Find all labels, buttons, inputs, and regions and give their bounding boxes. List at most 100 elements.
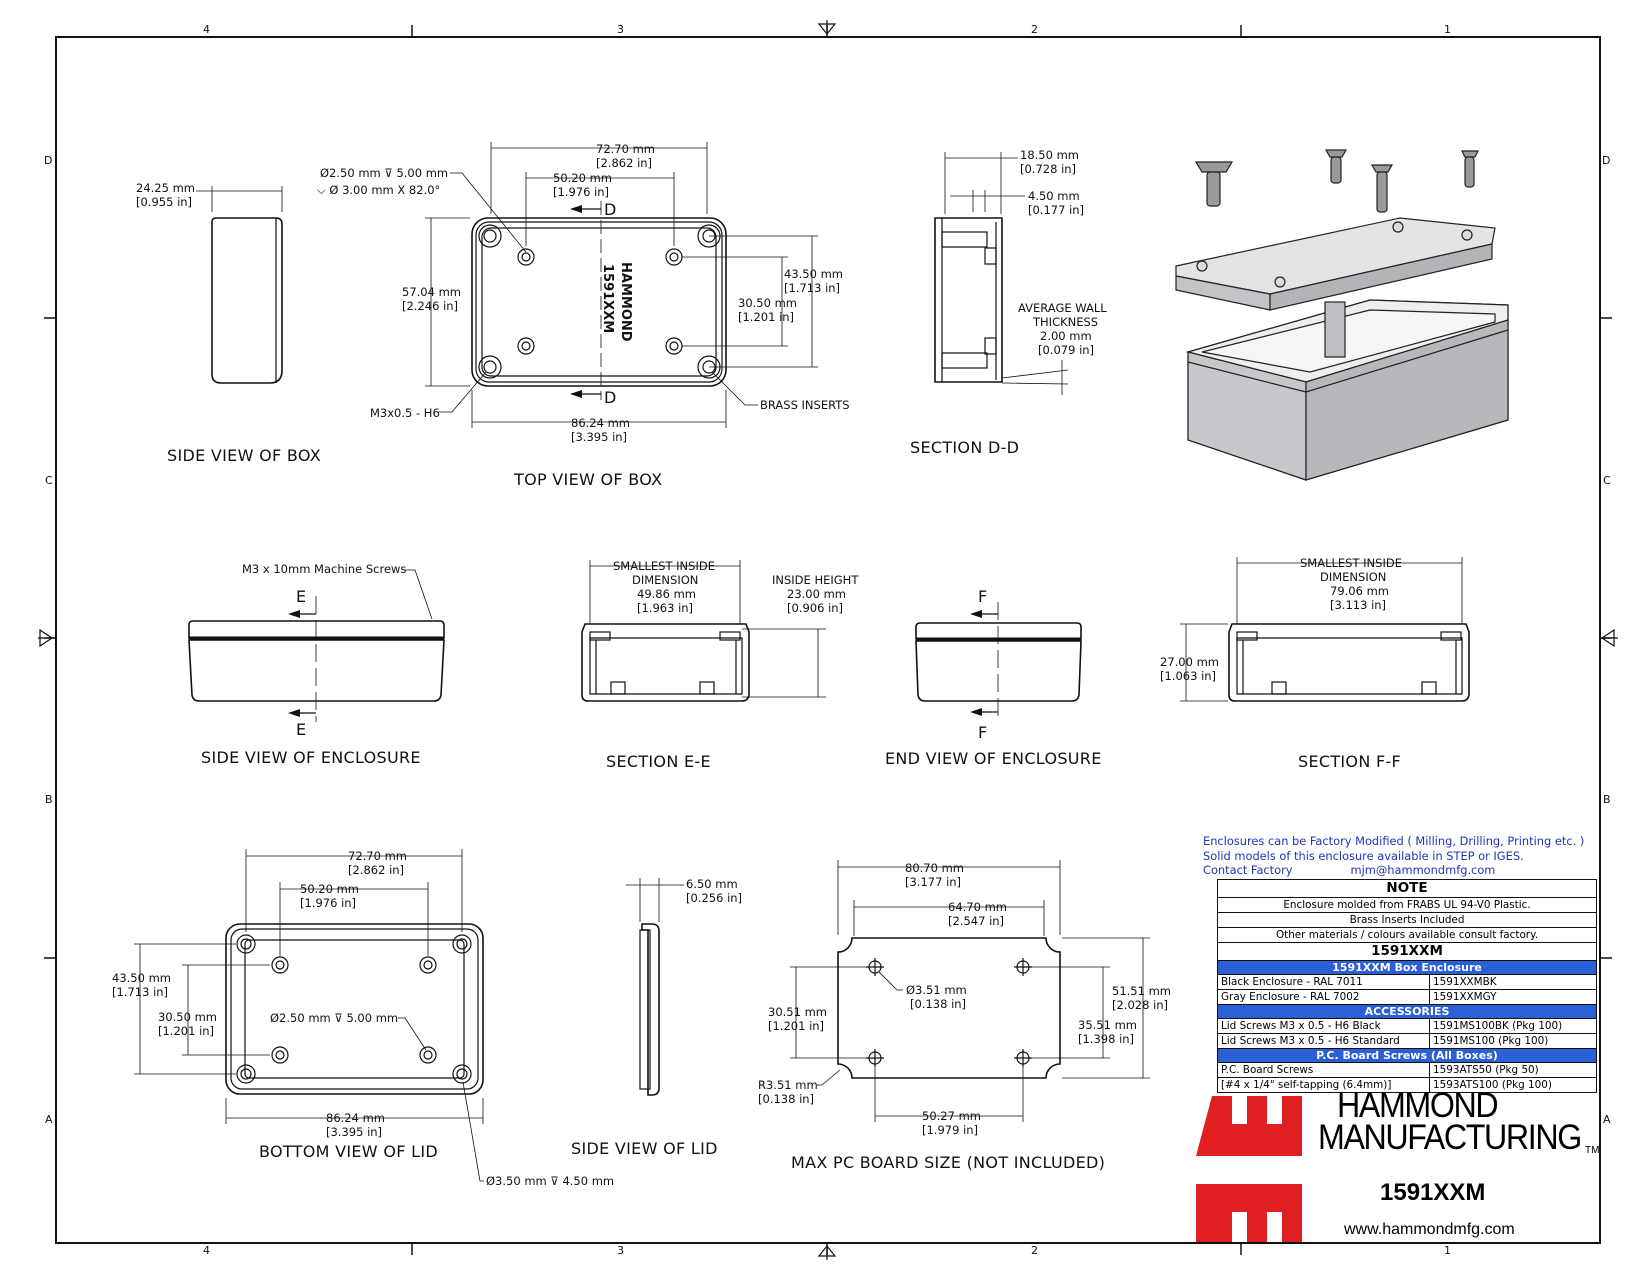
hammond-logo-mark	[1196, 1096, 1302, 1242]
pcb-w-outer: 80.70 mm	[905, 861, 964, 875]
section-d-d: 18.50 mm [0.728 in] 4.50 mm [0.177 in] A…	[910, 148, 1107, 457]
info-line-2: Solid models of this enclosure available…	[1203, 848, 1524, 863]
info-email[interactable]: mjm@hammondmfg.com	[1350, 863, 1496, 878]
dd-wall-2: THICKNESS	[1032, 315, 1098, 329]
pcb-h-right-inner: 35.51 mm	[1078, 1018, 1137, 1032]
brand-tm: TM	[1585, 1145, 1600, 1156]
zone-row-a-left: A	[45, 1113, 53, 1126]
ee-smallest-1: SMALLEST INSIDE	[613, 559, 715, 573]
lid-w-outer: 72.70 mm	[348, 849, 407, 863]
section-bar-box: 1591XXM Box Enclosure	[1217, 960, 1597, 975]
brand-name-line-1: HAMMOND	[1337, 1086, 1499, 1125]
ff-smallest-1: SMALLEST INSIDE	[1300, 556, 1402, 570]
lid-h-inner: 30.50 mm	[158, 1010, 217, 1024]
top-h-right-outer-in: [1.713 in]	[784, 281, 840, 295]
section-bar-accessories: ACCESSORIES	[1217, 1004, 1597, 1019]
pcb-radius-in: [0.138 in]	[758, 1092, 814, 1106]
row-part: 1591MS100 (Pkg 100)	[1429, 1033, 1597, 1049]
zone-col-1-bottom: 1	[1444, 1244, 1451, 1257]
pc-board: 80.70 mm [3.177 in] 64.70 mm [2.547 in] …	[758, 860, 1171, 1172]
bottom-view-of-lid: 72.70 mm [2.862 in] 50.20 mm [1.976 in] …	[112, 849, 614, 1188]
ee-height-2: 23.00 mm	[787, 587, 846, 601]
note-row: Other materials / colours available cons…	[1217, 927, 1597, 943]
section-d-bottom: D	[604, 388, 617, 407]
section-f-top: F	[978, 587, 988, 606]
lid-w-bottom: 86.24 mm	[326, 1111, 385, 1125]
dd-wall-3: 2.00 mm	[1040, 329, 1092, 343]
section-e-top: E	[296, 587, 306, 606]
section-e-e: SMALLEST INSIDE DIMENSION 49.86 mm [1.96…	[581, 559, 859, 771]
lid-w-inner-in: [1.976 in]	[300, 896, 356, 910]
info-contact-row: Contact Factory mjm@hammondmfg.com	[1203, 863, 1600, 878]
info-contact: Contact Factory	[1203, 863, 1293, 878]
dd-title: SECTION D-D	[910, 438, 1019, 457]
pcb-w-bottom-in: [1.979 in]	[922, 1123, 978, 1137]
lid-w-outer-in: [2.862 in]	[348, 863, 404, 877]
row-part: 1591XXMGY	[1429, 989, 1597, 1005]
zone-row-d-right: D	[1602, 154, 1610, 167]
row-part: 1591XXMBK	[1429, 974, 1597, 990]
side-enc-screws: M3 x 10mm Machine Screws	[242, 562, 406, 576]
end-enc-title: END VIEW OF ENCLOSURE	[885, 749, 1102, 768]
section-e-bottom: E	[296, 720, 306, 739]
part-number: 1591XXM	[1380, 1179, 1486, 1206]
pcb-w-outer-in: [3.177 in]	[905, 875, 961, 889]
top-w-inner: 50.20 mm	[553, 171, 612, 185]
row-desc: Black Enclosure - RAL 7011	[1217, 974, 1430, 990]
top-w-outer: 72.70 mm	[596, 142, 655, 156]
table-row: [#4 x 1/4" self-tapping (6.4mm)]1593ATS1…	[1217, 1077, 1597, 1093]
brand-name-line-2: MANUFACTURING	[1318, 1118, 1582, 1157]
note-row: Brass Inserts Included	[1217, 912, 1597, 928]
zone-row-b-left: B	[45, 793, 53, 806]
top-w-bottom: 86.24 mm	[571, 416, 630, 430]
row-desc: Gray Enclosure - RAL 7002	[1217, 989, 1430, 1005]
pcb-h-left: 30.51 mm	[768, 1005, 827, 1019]
part-header: 1591XXM	[1217, 942, 1597, 961]
info-notes: Enclosures can be Factory Modified ( Mil…	[1203, 834, 1600, 878]
side-box-dim: 24.25 mm	[136, 181, 195, 195]
row-desc: P.C. Board Screws	[1217, 1062, 1430, 1078]
row-desc: Lid Screws M3 x 0.5 - H6 Black	[1217, 1018, 1430, 1034]
website-link[interactable]: www.hammondmfg.com	[1344, 1221, 1515, 1238]
spec-table: NOTE Enclosure molded from FRABS UL 94-V…	[1217, 879, 1597, 1093]
section-bar-pcb-screws: P.C. Board Screws (All Boxes)	[1217, 1048, 1597, 1063]
side-lid-title: SIDE VIEW OF LID	[571, 1139, 718, 1158]
top-h-right-inner: 30.50 mm	[738, 296, 797, 310]
ee-height-1: INSIDE HEIGHT	[772, 573, 859, 587]
corner-screw-holes	[478, 224, 721, 379]
pcb-radius: R3.51 mm	[758, 1078, 818, 1092]
lid-cbore-note: Ø3.50 mm ⊽ 4.50 mm	[486, 1174, 614, 1188]
ff-smallest-3: 79.06 mm	[1330, 584, 1389, 598]
ff-title: SECTION F-F	[1298, 752, 1401, 771]
zone-row-d-left: D	[44, 154, 52, 167]
zone-col-2-bottom: 2	[1031, 1244, 1038, 1257]
ee-smallest-2: DIMENSION	[632, 573, 698, 587]
lid-w-inner: 50.20 mm	[300, 882, 359, 896]
pcb-h-right-outer: 51.51 mm	[1112, 984, 1171, 998]
lid-screws	[1194, 149, 1479, 213]
zone-col-3-bottom: 3	[617, 1244, 624, 1257]
pcb-w-inner-in: [2.547 in]	[948, 914, 1004, 928]
ff-h-in: [1.063 in]	[1160, 669, 1216, 683]
zone-row-c-left: C	[45, 474, 53, 487]
pcb-holes	[866, 958, 1032, 1067]
lid-h-outer-in: [1.713 in]	[112, 985, 168, 999]
side-lid-dim-in: [0.256 in]	[686, 891, 742, 905]
lid-h-inner-in: [1.201 in]	[158, 1024, 214, 1038]
iso-lid	[1175, 217, 1496, 311]
pcb-h-right-inner-in: [1.398 in]	[1078, 1032, 1134, 1046]
isometric-view	[1175, 149, 1509, 481]
ee-smallest-4: [1.963 in]	[637, 601, 693, 615]
top-brand-hammond: HAMMOND	[618, 262, 633, 342]
ff-smallest-2: DIMENSION	[1320, 570, 1386, 584]
zone-row-c-right: C	[1603, 474, 1611, 487]
pcb-w-inner: 64.70 mm	[948, 900, 1007, 914]
info-line-1: Enclosures can be Factory Modified ( Mil…	[1203, 834, 1585, 848]
note-header: NOTE	[1217, 879, 1597, 898]
section-d-top: D	[604, 200, 617, 219]
